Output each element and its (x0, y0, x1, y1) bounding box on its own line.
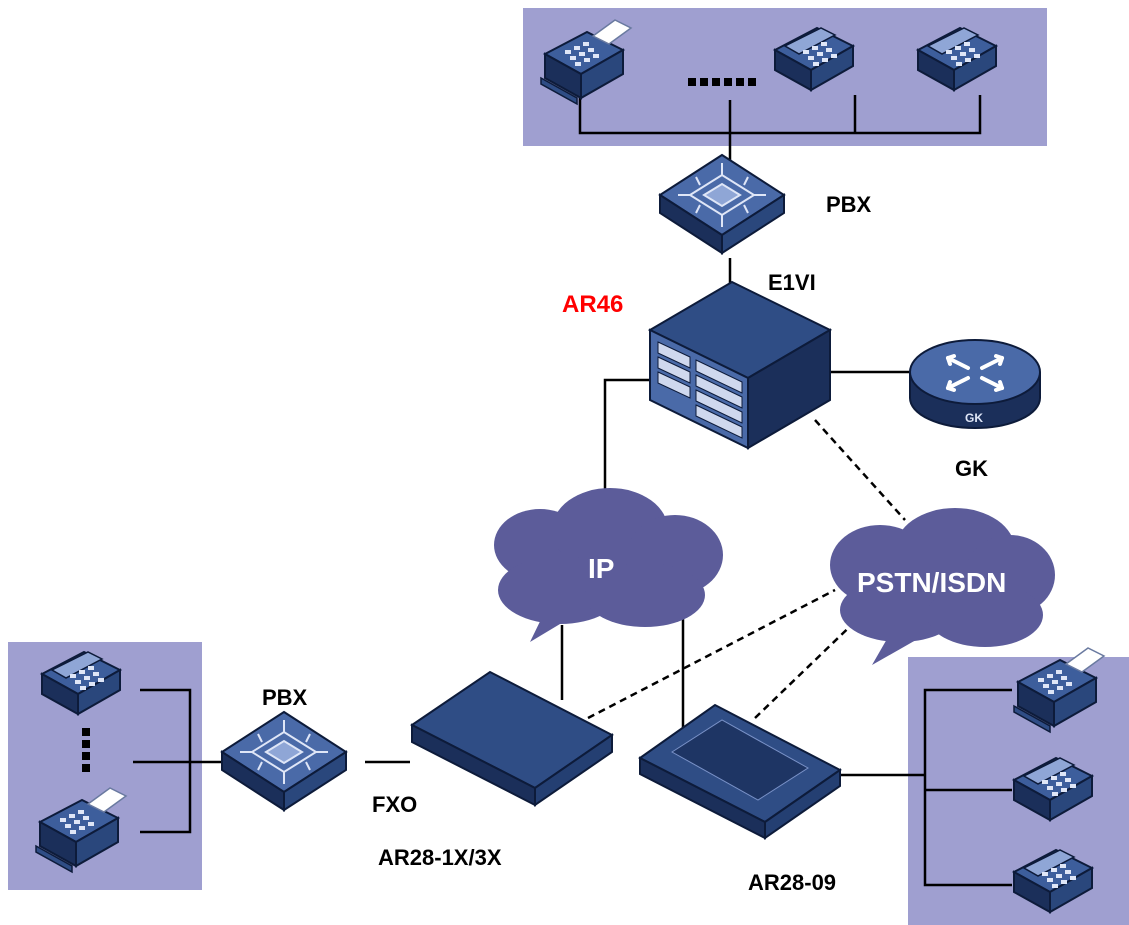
router-icon (410, 670, 614, 807)
cloud-icon (830, 508, 1055, 665)
pbx-icon (221, 711, 347, 811)
router-icon (647, 280, 833, 450)
link-ar28-09-pstn (754, 611, 866, 719)
router-icon (638, 703, 842, 840)
link-ar46-pstn (814, 419, 906, 521)
ar46-label: AR46 (562, 291, 623, 318)
ellipsis-dots (688, 78, 756, 86)
cloud-icon (494, 488, 723, 642)
e1vi-label: E1VI (768, 270, 816, 295)
gk-label: GK (955, 456, 988, 481)
link-ar46-ip (603, 378, 655, 492)
vertical-ellipsis (82, 728, 90, 772)
ar28-09-label: AR28-09 (748, 870, 836, 895)
link-ar28-1x-pstn (587, 588, 836, 720)
fxo-label: FXO (372, 792, 417, 817)
dashed-links (587, 419, 906, 720)
link-top-phones-bus (578, 95, 982, 135)
pbx-icon (659, 154, 785, 254)
ar28-1x-label: AR28-1X/3X (378, 845, 502, 870)
gatekeeper-icon: GK (909, 339, 1041, 429)
pbx-top-label: PBX (826, 192, 872, 217)
gk-icon-text: GK (965, 411, 983, 425)
ip-cloud-label: IP (588, 553, 614, 584)
pstn-cloud-label: PSTN/ISDN (857, 567, 1006, 598)
link-right-phones-bus (923, 688, 1012, 887)
pbx-left-label: PBX (262, 685, 308, 710)
